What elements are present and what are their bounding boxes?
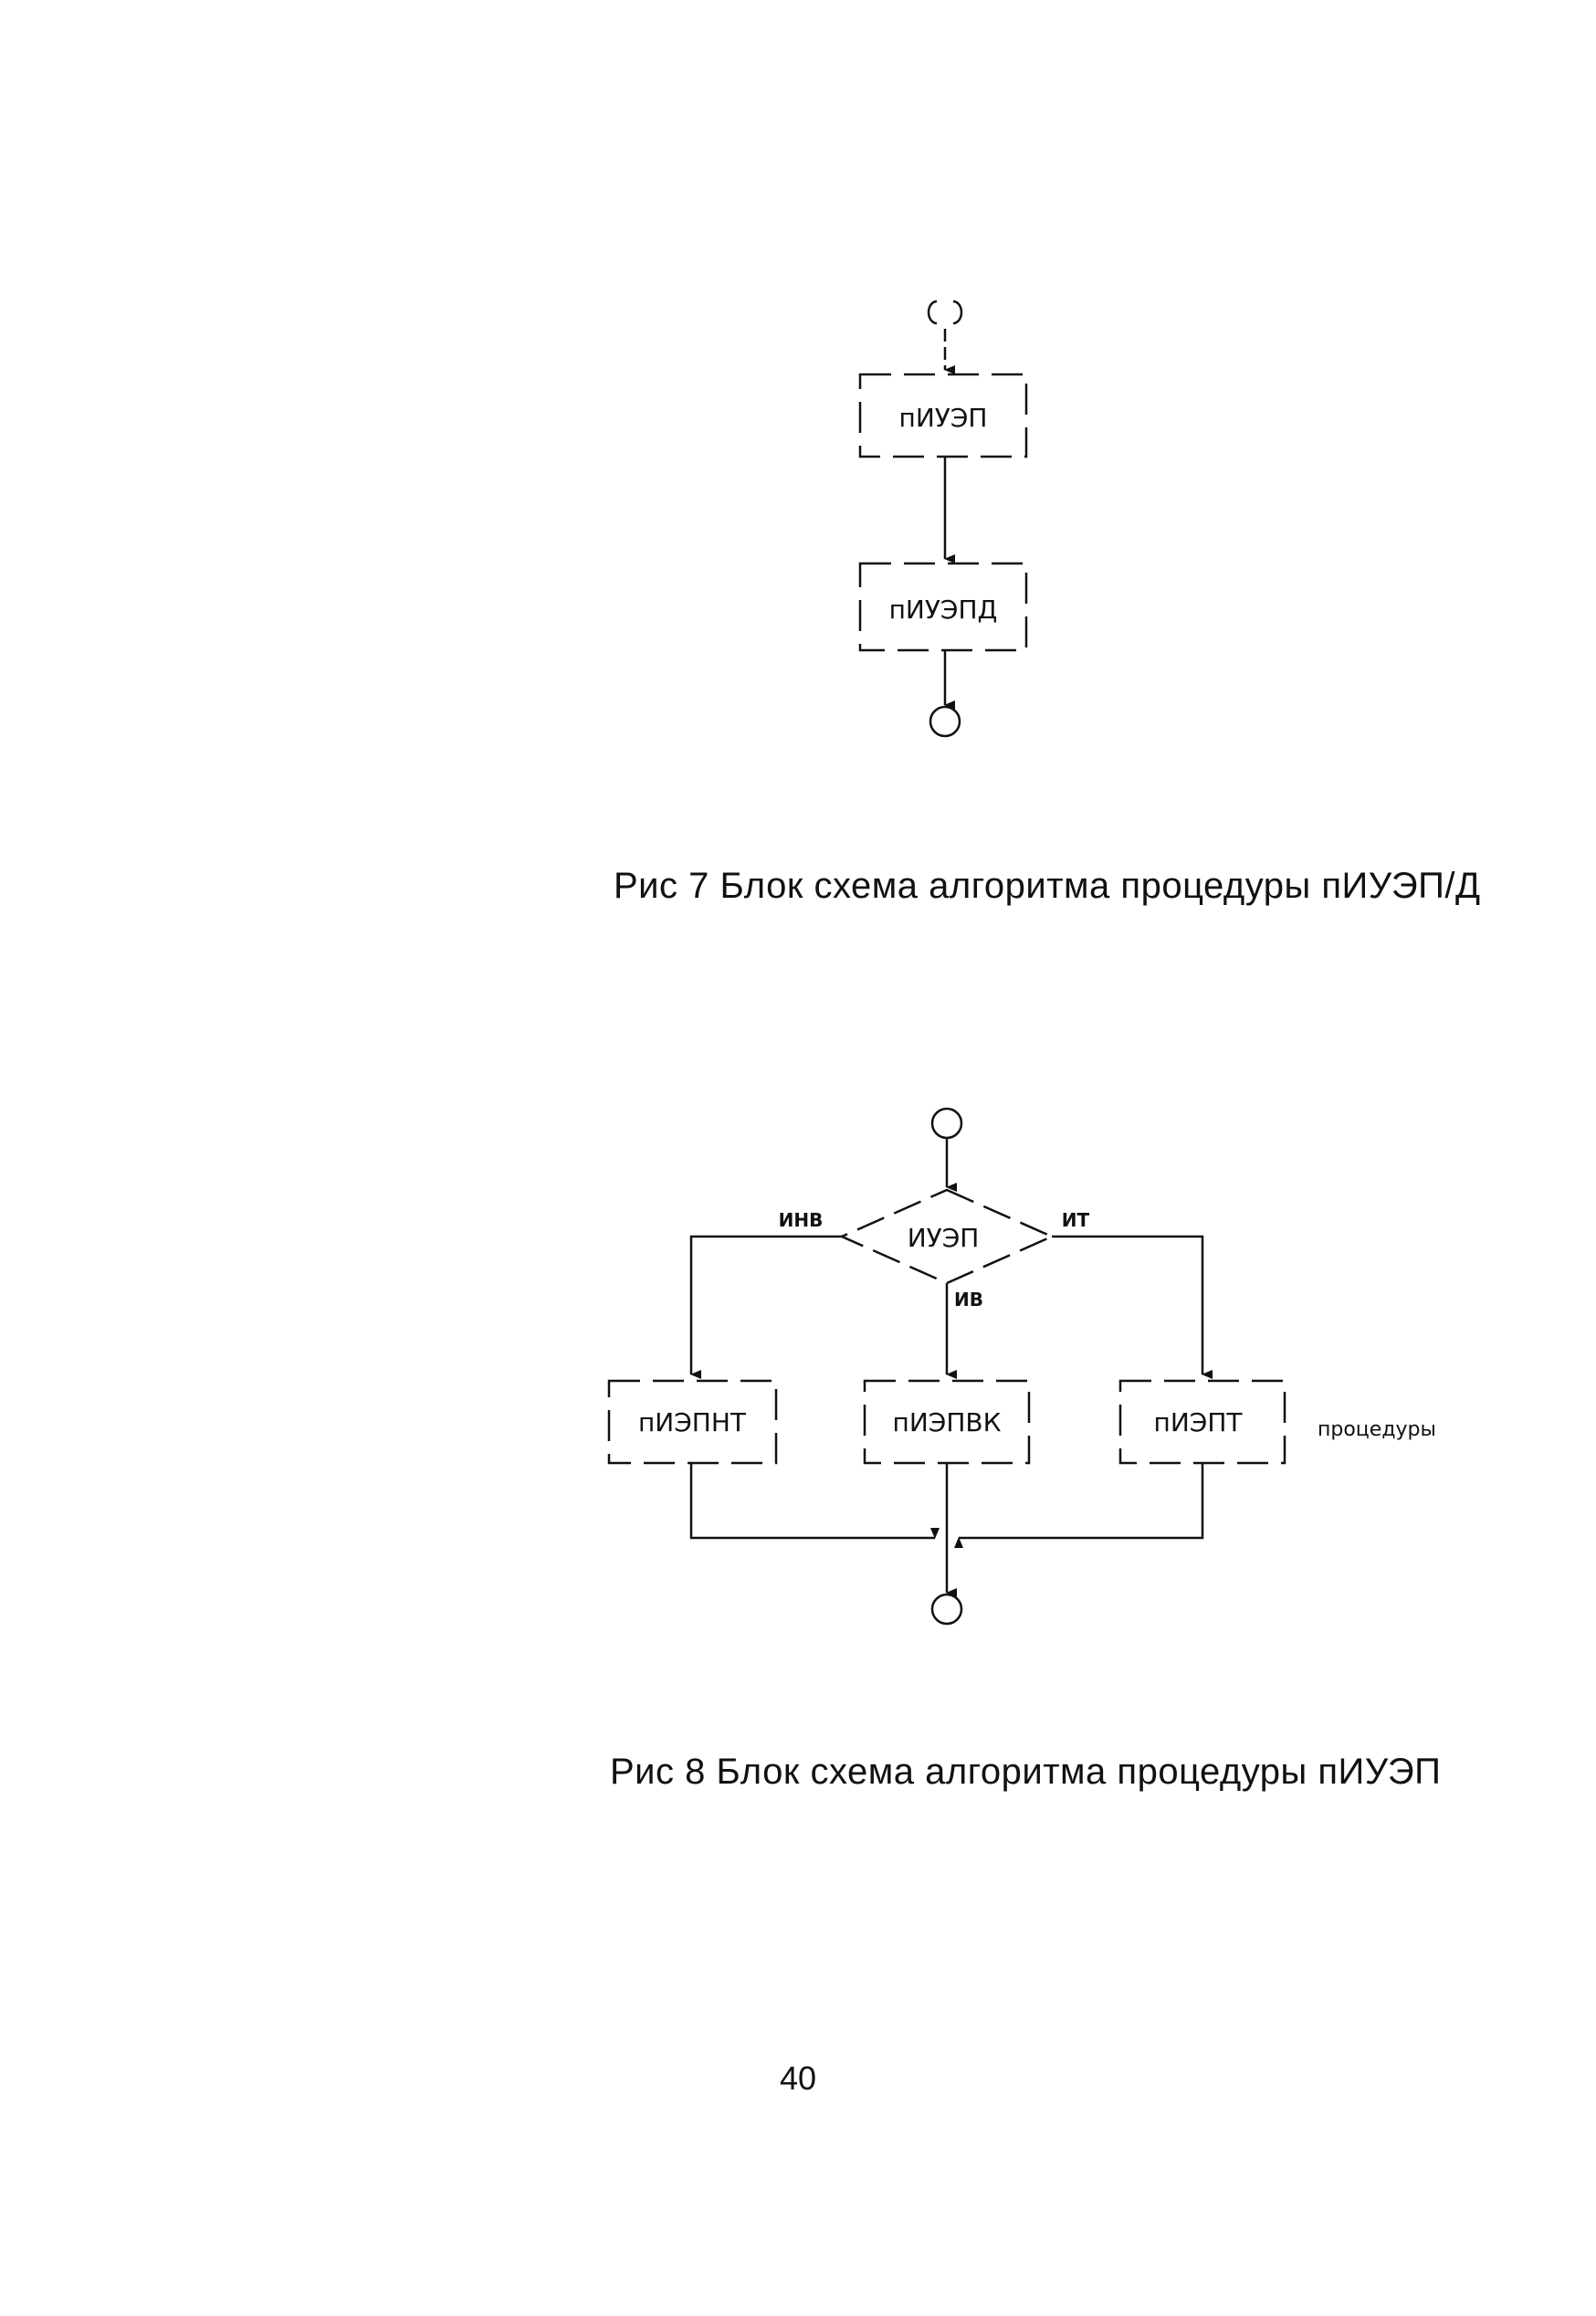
fig7-start-terminator <box>927 300 963 325</box>
figure-8-caption: Рис 8 Блок схема алгоритма процедуры пИУ… <box>610 1752 1442 1792</box>
fig8-side-note: процедуры <box>1318 1418 1436 1441</box>
fig8-branch-right <box>1052 1235 1213 1379</box>
page-number: 40 <box>779 2059 817 2097</box>
fig8-block-left <box>607 1379 778 1465</box>
fig8-block-left-label: пИЭПНТ <box>638 1407 747 1437</box>
fig8-block-right-label: пИЭПТ <box>1154 1407 1244 1437</box>
fig7-block-2 <box>858 562 1028 652</box>
fig8-end-terminator <box>930 1593 963 1626</box>
figure-8-diagram <box>607 1107 1286 1626</box>
fig8-branch-label-left: ИНВ <box>779 1209 824 1231</box>
fig8-start-terminator <box>930 1107 963 1140</box>
fig7-block-2-label: пИУЭПД <box>889 595 998 625</box>
fig7-block-1 <box>858 373 1028 458</box>
fig7-block-1-label: пИУЭП <box>899 403 988 433</box>
fig8-merge-left <box>689 1463 940 1540</box>
figure-7-caption: Рис 7 Блок схема алгоритма процедуры пИУ… <box>614 866 1481 906</box>
fig8-block-center-label: пИЭПВК <box>893 1407 1002 1437</box>
fig7-end-terminator <box>929 705 961 738</box>
fig8-branch-label-right: ИТ <box>1062 1209 1090 1231</box>
fig8-branch-left <box>689 1235 842 1379</box>
fig8-merge-right <box>954 1463 1204 1548</box>
figure-7-diagram <box>858 300 1028 738</box>
fig8-branch-label-center: ИВ <box>954 1289 983 1311</box>
fig8-decision-label: ИУЭП <box>908 1223 980 1253</box>
